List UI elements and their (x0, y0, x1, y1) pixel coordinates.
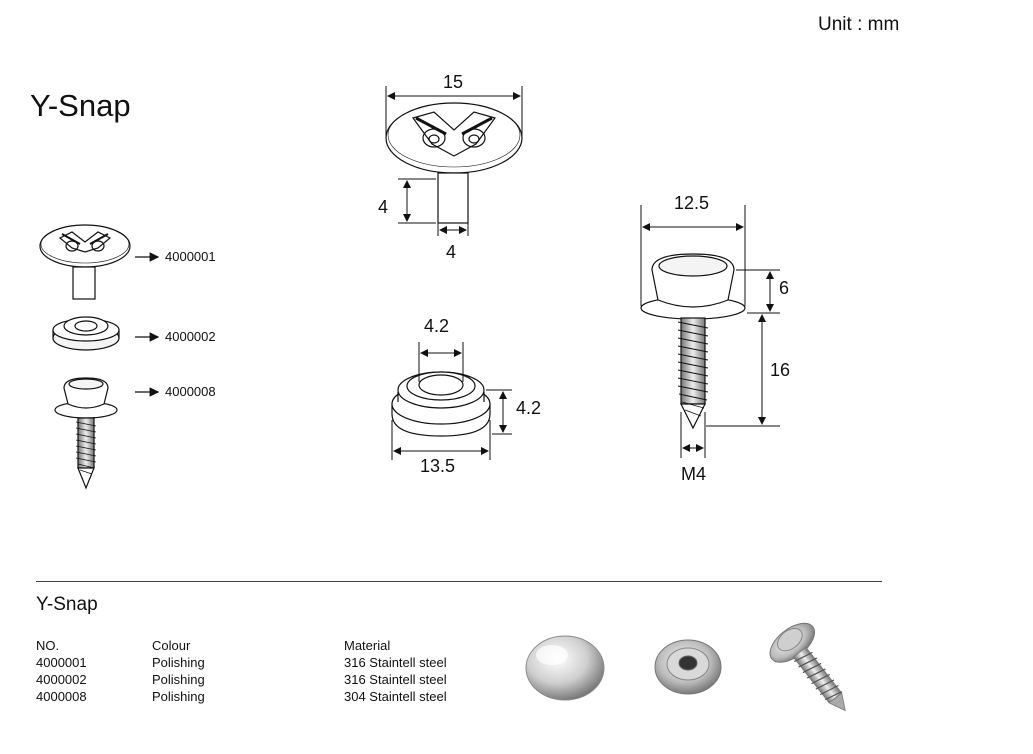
part-arrows (135, 252, 160, 397)
dim-cap-diameter: 15 (443, 72, 464, 92)
exploded-socket (52, 316, 120, 351)
spec-column-no: NO. 4000001 4000002 4000008 (36, 637, 87, 705)
dim-socket-height: 4.2 (516, 398, 542, 418)
spec-header-no: NO. (36, 638, 60, 653)
spec-header-material: Material (344, 638, 391, 653)
part-number-cap: 4000001 (165, 249, 216, 264)
spec-header-colour: Colour (152, 638, 191, 653)
dim-cap-stem-width: 4 (446, 242, 457, 262)
spec-column-colour: Colour Polishing Polishing Polishing (152, 637, 205, 705)
dim-stud-screw-length: 16 (770, 360, 791, 380)
spec-cell-no: 4000001 (36, 655, 87, 670)
part-number-stud: 4000008 (165, 384, 216, 399)
exploded-stud (54, 377, 118, 490)
dim-stud-thread: M4 (681, 464, 707, 484)
socket-dimension-lines (391, 342, 512, 460)
spec-cell-material: 316 Staintell steel (344, 672, 447, 687)
photo-socket (654, 639, 722, 695)
cap-drawing (385, 102, 523, 224)
photo-cap (525, 635, 605, 701)
spec-cell-colour: Polishing (152, 689, 205, 704)
spec-column-material: Material 316 Staintell steel 316 Stainte… (344, 637, 447, 705)
spec-cell-no: 4000002 (36, 672, 87, 687)
socket-drawing (391, 371, 491, 437)
spec-title: Y-Snap (36, 594, 98, 615)
dim-socket-outer: 13.5 (420, 456, 456, 476)
spec-cell-colour: Polishing (152, 672, 205, 687)
spec-cell-material: 304 Staintell steel (344, 689, 447, 704)
cap-dimension-lines (385, 86, 523, 236)
stud-dimension-lines (640, 205, 780, 458)
photo-stud (769, 622, 846, 712)
spec-cell-no: 4000008 (36, 689, 87, 704)
dim-cap-stem-height: 4 (378, 197, 389, 217)
spec-cell-colour: Polishing (152, 655, 205, 670)
stud-drawing (640, 253, 746, 430)
dim-stud-head-height: 6 (779, 278, 790, 298)
spec-cell-material: 316 Staintell steel (344, 655, 447, 670)
section-divider (36, 581, 882, 582)
dim-socket-inner: 4.2 (424, 316, 450, 336)
exploded-cap (39, 224, 131, 300)
page-title: Y-Snap (30, 88, 131, 123)
part-number-socket: 4000002 (165, 329, 216, 344)
unit-label: Unit : mm (818, 14, 900, 35)
dim-stud-diameter: 12.5 (674, 193, 710, 213)
